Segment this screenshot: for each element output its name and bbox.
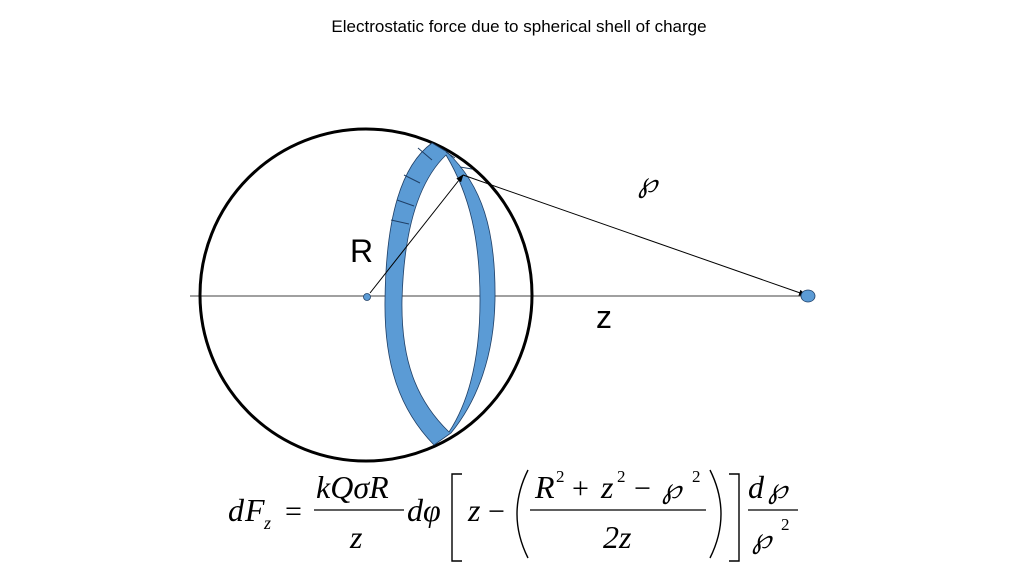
eq-prefactor-numerator: kQσR xyxy=(316,469,389,505)
eq-dscript-denominator-power: 2 xyxy=(781,515,790,534)
eq-equals: = xyxy=(285,495,302,528)
eq-dscript-d: d xyxy=(748,469,765,505)
force-equation: d F z = kQσR z dφ z − R 2 + z 2 − ℘ 2 2z… xyxy=(228,467,798,562)
eq-inner-minus: − xyxy=(634,472,651,505)
eq-inner-denominator: 2z xyxy=(603,519,632,555)
eq-z-term: z xyxy=(467,492,481,528)
eq-dphi: dφ xyxy=(407,492,441,528)
eq-inner-script-power: 2 xyxy=(692,467,701,486)
eq-inner-z-power: 2 xyxy=(617,467,626,486)
eq-right-square-bracket xyxy=(729,473,740,562)
distance-label: z xyxy=(596,299,612,335)
eq-prefactor-denominator: z xyxy=(349,519,363,555)
eq-minus: − xyxy=(488,495,505,528)
separation-vector xyxy=(462,174,807,296)
eq-inner-script: ℘ xyxy=(662,472,683,505)
eq-inner-R: R xyxy=(534,469,555,505)
eq-dscript-symbol: ℘ xyxy=(768,472,789,505)
charged-ring-band xyxy=(384,142,496,446)
sphere-center-point xyxy=(363,293,371,301)
separation-label: ℘ xyxy=(638,166,659,199)
eq-left-square-bracket xyxy=(451,473,462,562)
ring-segment-lines xyxy=(390,147,473,225)
radius-label: R xyxy=(350,233,373,269)
eq-inner-R-power: 2 xyxy=(556,467,565,486)
spherical-shell xyxy=(198,127,534,463)
eq-inner-z: z xyxy=(600,469,614,505)
eq-dscript-denominator: ℘ xyxy=(752,522,773,555)
radius-vector xyxy=(369,174,464,294)
eq-lhs-subscript: z xyxy=(263,513,271,533)
eq-lhs-d: d xyxy=(228,492,245,528)
eq-right-paren xyxy=(709,469,722,559)
slide-title: Electrostatic force due to spherical she… xyxy=(331,17,707,36)
eq-inner-plus: + xyxy=(572,472,589,505)
point-charge xyxy=(800,289,816,303)
eq-lhs-F: F xyxy=(244,492,265,528)
eq-left-paren xyxy=(516,469,529,559)
